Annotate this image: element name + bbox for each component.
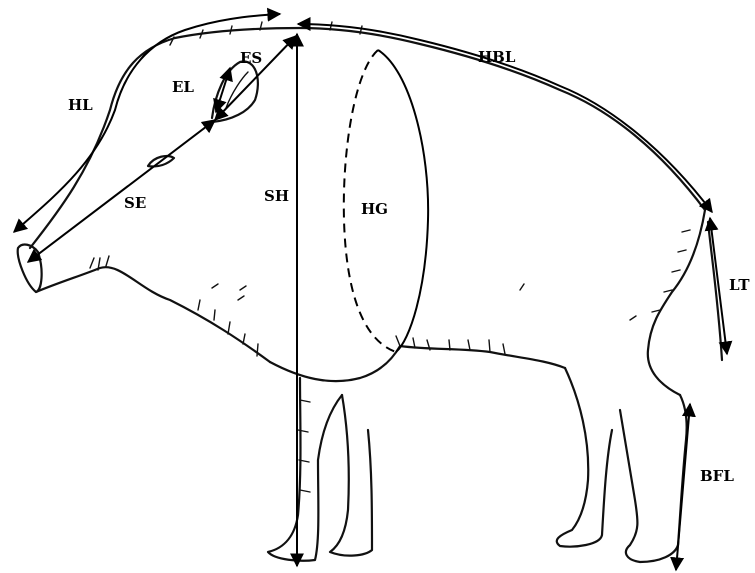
- label-hg: HG: [361, 200, 388, 218]
- label-es: ES: [240, 49, 262, 67]
- label-hbl: HBL: [478, 48, 516, 66]
- label-se: SE: [124, 194, 146, 212]
- arrow-hl: [14, 14, 280, 232]
- arrow-bfl: [676, 404, 690, 570]
- label-sh: SH: [264, 187, 289, 205]
- label-el: EL: [172, 78, 194, 96]
- label-hl: HL: [68, 96, 93, 114]
- label-lt: LT: [729, 276, 750, 294]
- boar-silhouette: [18, 22, 722, 562]
- label-bfl: BFL: [700, 467, 734, 485]
- arrow-lt: [710, 218, 727, 354]
- arrow-se: [28, 120, 215, 262]
